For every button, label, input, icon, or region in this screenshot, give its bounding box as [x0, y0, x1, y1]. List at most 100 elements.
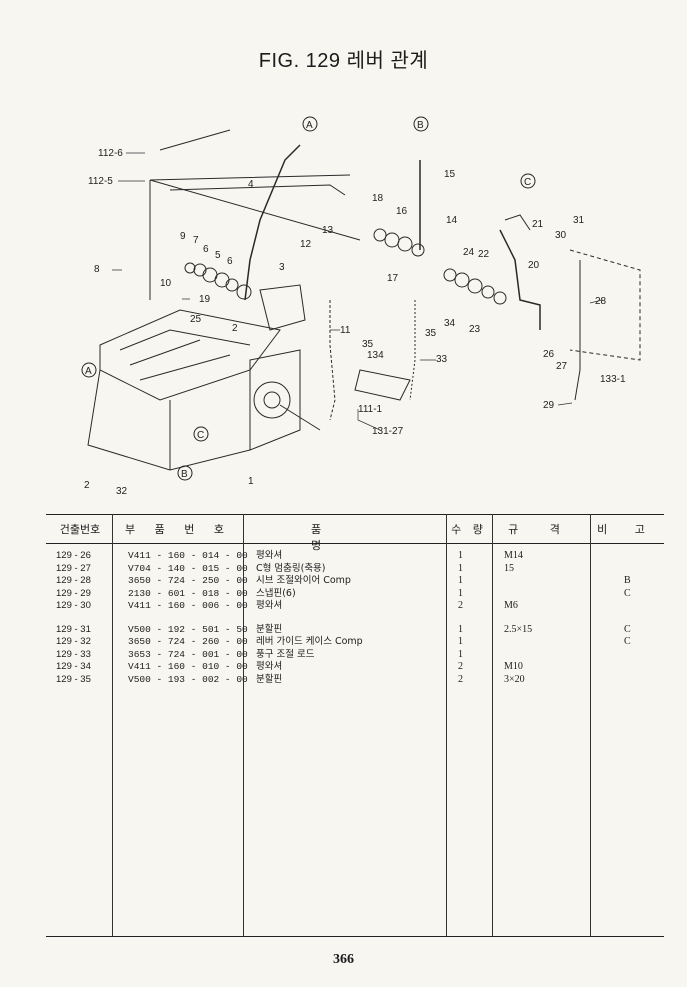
callout-5: 5: [215, 250, 221, 261]
callout-22: 22: [478, 249, 490, 260]
callout-23: 23: [469, 324, 481, 335]
header-name: 품 명: [310, 523, 382, 552]
cell-name: 시브 조절와이어 Comp: [256, 575, 351, 586]
cell-rem: C: [624, 587, 631, 599]
callout-25: 25: [190, 314, 202, 325]
cell-part: V411 - 160 - 014 - 00: [128, 550, 248, 561]
cell-qty: 1: [458, 623, 463, 635]
callout-111-1: 111-1: [358, 404, 383, 415]
cell-qty: 2: [458, 673, 463, 685]
callout-2b: 2: [84, 480, 90, 491]
cell-name: 레버 가이드 케이스 Comp: [256, 636, 363, 647]
cell-spec: M14: [504, 550, 523, 561]
callout-32: 32: [116, 486, 128, 497]
cell-spec: 3×20: [504, 673, 525, 685]
callout-17: 17: [387, 273, 399, 284]
callout-133-1: 133-1: [600, 374, 626, 385]
cell-part: V500 - 192 - 501 - 50: [128, 623, 248, 635]
callout-27: 27: [556, 361, 568, 372]
figure-title: FIG. 129 레버 관계: [258, 50, 429, 72]
cell-name: 풍구 조절 로드: [256, 648, 315, 660]
cell-rem: C: [624, 636, 631, 647]
callout-15: 15: [444, 169, 456, 180]
callout-11: 11: [340, 325, 351, 336]
cell-no: 129 - 33: [56, 648, 91, 660]
callout-112-6: 112-6: [98, 148, 123, 159]
callout-4: 4: [248, 179, 254, 190]
cell-spec: M6: [504, 600, 518, 611]
callout-7: 7: [193, 235, 199, 246]
callout-28: 28: [595, 296, 607, 307]
cell-part: V411 - 160 - 010 - 00: [128, 661, 248, 672]
ref-b-top: B: [417, 120, 424, 131]
cell-name: 분할핀: [256, 623, 283, 635]
ref-circle-b-top: [413, 116, 429, 132]
callout-21: 21: [532, 219, 544, 230]
callout-2a: 2: [232, 323, 238, 334]
callout-29: 29: [543, 400, 555, 411]
ref-circle-a-top: [302, 116, 318, 132]
cell-qty: 1: [458, 575, 463, 586]
cell-part: V704 - 140 - 015 - 00: [128, 562, 248, 574]
callout-16: 16: [396, 206, 408, 217]
cell-no: 129 - 31: [56, 623, 91, 635]
cell-part: V500 - 193 - 002 - 00: [128, 673, 248, 685]
cell-spec: 2.5×15: [504, 623, 533, 635]
exploded-parts-diagram: A B C A C B 112-6 112-5 4 15 18 16 14 21…: [81, 116, 641, 497]
parts-table-header: 건출번호 부 품 번 호 품 명 수 량 규 격 비 고: [46, 514, 664, 552]
cell-name: 평와셔: [256, 600, 283, 611]
header-spec: 규 격: [508, 523, 574, 536]
callout-35: 35: [362, 339, 374, 350]
cell-name: 스냅핀(6): [256, 587, 296, 599]
cell-name: 분할핀: [256, 673, 283, 685]
ref-circle-b-bottom: [177, 465, 193, 481]
ref-circle-c-top: [520, 173, 536, 189]
cell-name: 평와셔: [256, 661, 283, 672]
callout-19: 19: [199, 294, 211, 305]
callout-134: 134: [367, 350, 384, 361]
callout-9: 9: [180, 231, 186, 242]
cell-spec: M10: [504, 661, 523, 672]
cell-part: 2130 - 601 - 018 - 00: [128, 587, 248, 599]
callout-18: 18: [372, 193, 384, 204]
ref-c-top: C: [524, 177, 531, 188]
cell-qty: 1: [458, 587, 463, 599]
callout-3: 3: [279, 262, 285, 273]
cell-rem: B: [624, 575, 631, 586]
ref-b-bottom: B: [181, 469, 188, 480]
ref-circle-c-bottom: [193, 426, 209, 442]
callout-26: 26: [543, 349, 555, 360]
callout-6a: 6: [203, 244, 209, 255]
ref-a-top: A: [306, 120, 313, 131]
ref-c-bottom: C: [197, 430, 204, 441]
callout-13: 13: [322, 225, 334, 236]
cell-qty: 2: [458, 600, 463, 611]
cell-part: 3650 - 724 - 260 - 00: [128, 636, 248, 647]
cell-qty: 1: [458, 636, 463, 647]
cell-part: V411 - 160 - 006 - 00: [128, 600, 248, 611]
cell-part: 3650 - 724 - 250 - 00: [128, 575, 248, 586]
table-row: 129 - 28 3650 - 724 - 250 - 00 시브 조절와이어 Co…: [46, 575, 664, 588]
callout-1: 1: [248, 476, 254, 487]
cell-qty: 1: [458, 550, 463, 561]
callout-8: 8: [94, 264, 100, 275]
page-number: 366: [333, 952, 354, 967]
header-qty: 수 량: [451, 523, 487, 536]
callout-35b: 35: [425, 328, 437, 339]
callout-20: 20: [528, 260, 540, 271]
cell-no: 129 - 28: [56, 575, 91, 586]
callout-33: 33: [436, 354, 448, 365]
header-remark: 비 고: [597, 523, 657, 536]
header-part: 부 품 번 호: [125, 523, 232, 536]
callout-24: 24: [463, 247, 475, 258]
